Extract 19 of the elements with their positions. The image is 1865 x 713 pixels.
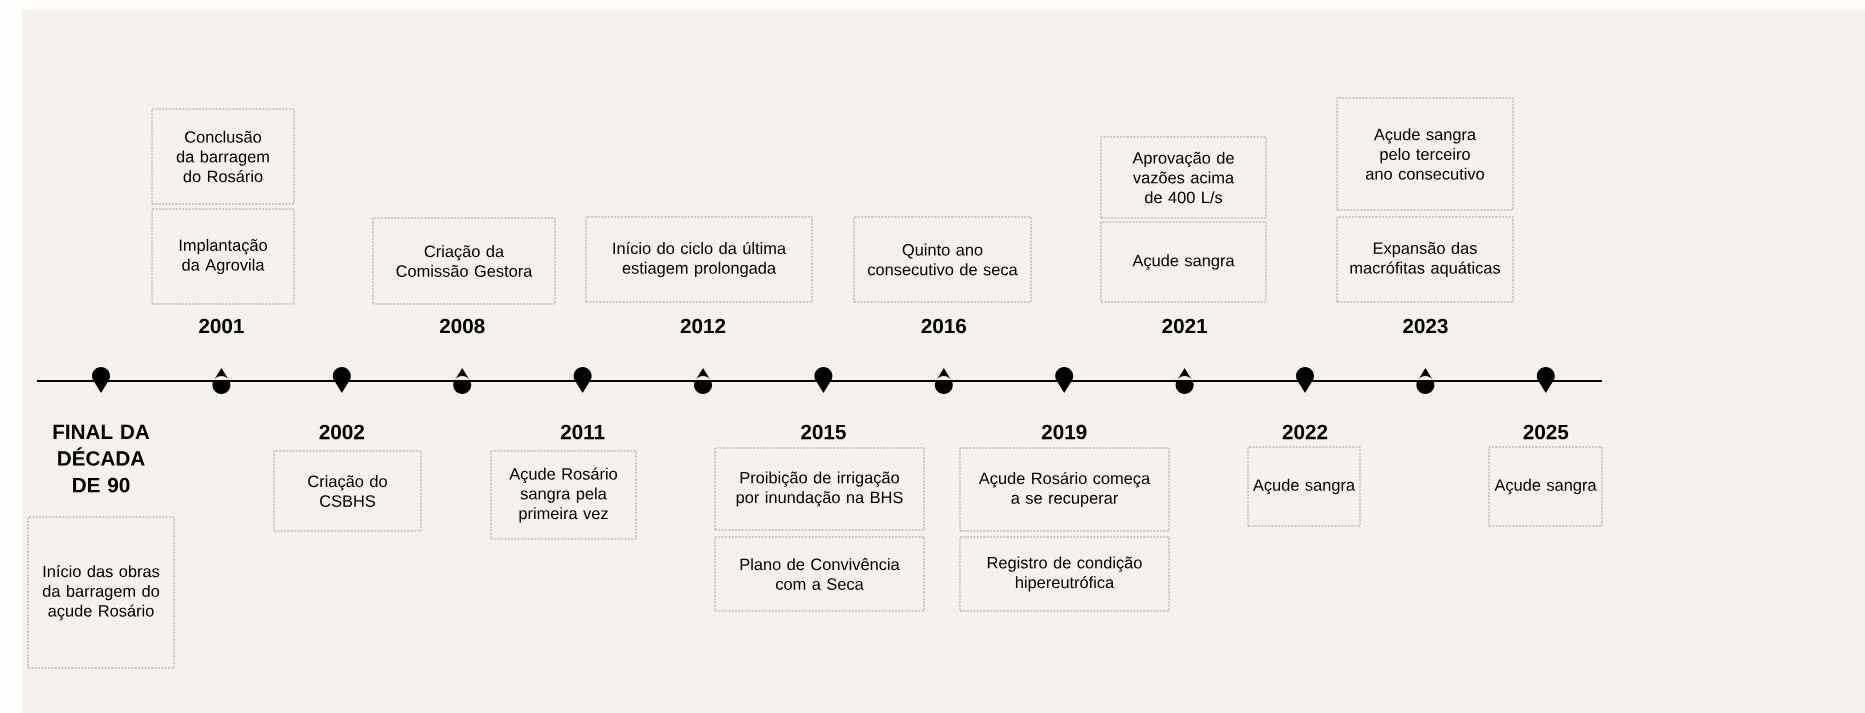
event-box: Início das obras da barragem do açude Rosário — [27, 516, 175, 669]
event-box: Implantação da Agrovila — [151, 208, 295, 305]
event-box: Açude sangra pelo terceiro ano consecutivo — [1336, 97, 1514, 211]
event-box: Açude Rosário começa a se recuperar — [959, 447, 1170, 532]
event-box: Açude sangra — [1488, 446, 1603, 527]
event-box: Açude Rosário sangra pela primeira vez — [490, 450, 637, 540]
event-box: Criação da Comissão Gestora — [372, 217, 556, 305]
event-box: Proibição de irrigação por inundação na BHS — [714, 447, 925, 531]
event-box: Início do ciclo da última estiagem prolongada — [585, 216, 813, 303]
event-box: Aprovação de vazões acima de 400 L/s — [1100, 136, 1267, 219]
event-box: Expansão das macrófitas aquáticas — [1336, 216, 1514, 303]
event-box: Conclusão da barragem do Rosário — [151, 108, 295, 205]
event-box: Registro de condição hipereutrófica — [959, 536, 1170, 612]
year-label: FINAL DA DÉCADA DE 90 — [53, 424, 150, 493]
event-box: Quinto ano consecutivo de seca — [853, 216, 1032, 303]
event-box: Açude sangra — [1247, 446, 1361, 527]
event-box: Plano de Convivência com a Seca — [714, 536, 925, 612]
event-box: Açude sangra — [1100, 221, 1267, 303]
event-box: Criação do CSBHS — [273, 450, 422, 532]
